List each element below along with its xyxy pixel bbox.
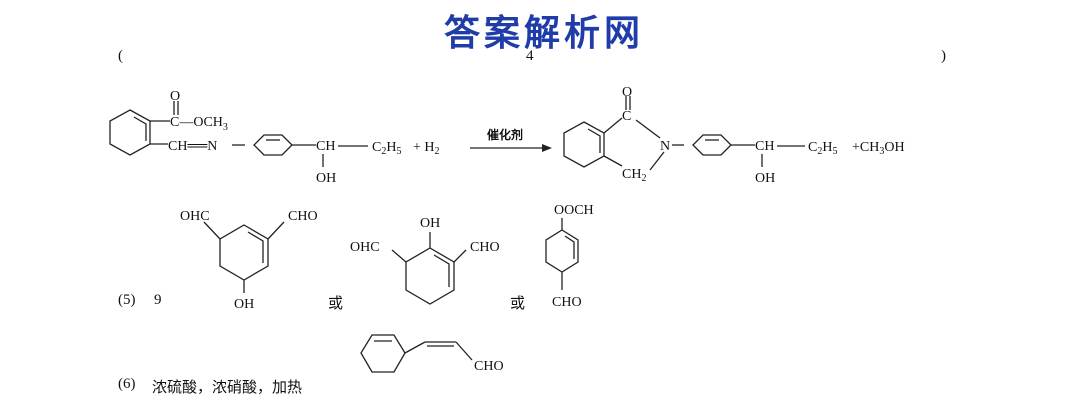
reaction-arrow: 催化剂 [470, 127, 552, 152]
q6-label: (6) [118, 376, 136, 392]
q6-text: 浓硫酸，浓硝酸，加热 [152, 378, 303, 396]
product-benzene-ring-2 [692, 134, 732, 156]
reactant-c2h5: C2H5 [372, 140, 401, 157]
s1-cho: CHO [288, 209, 318, 224]
product-c2h5: C2H5 [808, 140, 837, 157]
product-n: N [660, 139, 670, 154]
page-marker: 4 [526, 48, 534, 64]
paren-open: ( [118, 48, 123, 64]
reactant-och3: C—OCH3 [170, 115, 228, 133]
byproduct-ch3oh: +CH3OH [852, 140, 905, 157]
paren-close: ) [941, 48, 946, 64]
product-ch: CH [755, 139, 774, 154]
s1-ohc: OHC [180, 209, 210, 224]
q5-structure-2: OH OHC CHO [350, 216, 500, 305]
reactant-ch: CH [316, 139, 335, 154]
s3-benzene-ring [545, 229, 579, 273]
ring-ch2-bond [603, 155, 623, 167]
s2-ohc-bond [391, 249, 407, 263]
q5-structure-1: OHC CHO OH [180, 209, 318, 312]
c-n-bond [635, 119, 661, 139]
s3-cho: CHO [552, 295, 582, 310]
s2-oh: OH [420, 216, 440, 231]
s1-oh: OH [234, 297, 254, 312]
s1-cho-bond [267, 221, 285, 240]
plus-h2: + H2 [413, 140, 440, 157]
product-o: O [622, 85, 632, 100]
product-c: C [622, 109, 631, 124]
reactant-carbonyl-o: O [170, 89, 180, 104]
product-structure: O C N CH2 CH OH C2H5 +CH3OH [563, 85, 905, 186]
reactant-structure: O C—OCH3 CH══N CH OH C2H5 + H2 [109, 89, 440, 186]
s2-benzene-ring [405, 247, 455, 305]
q6-cho-bond [455, 341, 473, 361]
s3-ring-inner [564, 235, 575, 259]
product-oh: OH [755, 171, 775, 186]
product-ring-inner [587, 128, 601, 153]
q5-label: (5) [118, 292, 136, 308]
s1-benzene-ring [219, 224, 269, 281]
catalyst-label: 催化剂 [487, 127, 523, 142]
s1-ring-inner [247, 231, 264, 263]
reactant-ring-inner-bond [133, 116, 147, 141]
watermark-logo: 答案解析网 [443, 13, 644, 54]
reactant-oh: OH [316, 171, 336, 186]
ch2-n-bond [649, 151, 665, 171]
s2-ohc: OHC [350, 240, 380, 255]
q6-vinyl-bond-1 [404, 341, 426, 354]
q6-benzene-ring [360, 334, 406, 373]
reactant-imine: CH══N [168, 139, 217, 154]
arrow-head [542, 144, 552, 152]
reactant-benzene-ring [109, 109, 151, 156]
q6-cho: CHO [474, 359, 504, 374]
s2-cho-bond [453, 249, 467, 263]
q5-count: 9 [154, 292, 162, 308]
reactant-benzene-ring-2 [253, 134, 293, 156]
q5-or-2: 或 [510, 294, 526, 312]
q5-structure-3: OOCH CHO [545, 203, 594, 310]
q5-or-1: 或 [328, 294, 344, 312]
ring-carbonyl-bond [603, 117, 623, 134]
s3-oocH: OOCH [554, 203, 594, 218]
s1-ohc-bond [203, 221, 221, 240]
product-benzene-ring [563, 121, 605, 168]
s2-ring-inner [433, 254, 450, 287]
s2-cho: CHO [470, 240, 500, 255]
product-ch2: CH2 [622, 167, 646, 184]
q6-structure: CHO [360, 334, 504, 374]
